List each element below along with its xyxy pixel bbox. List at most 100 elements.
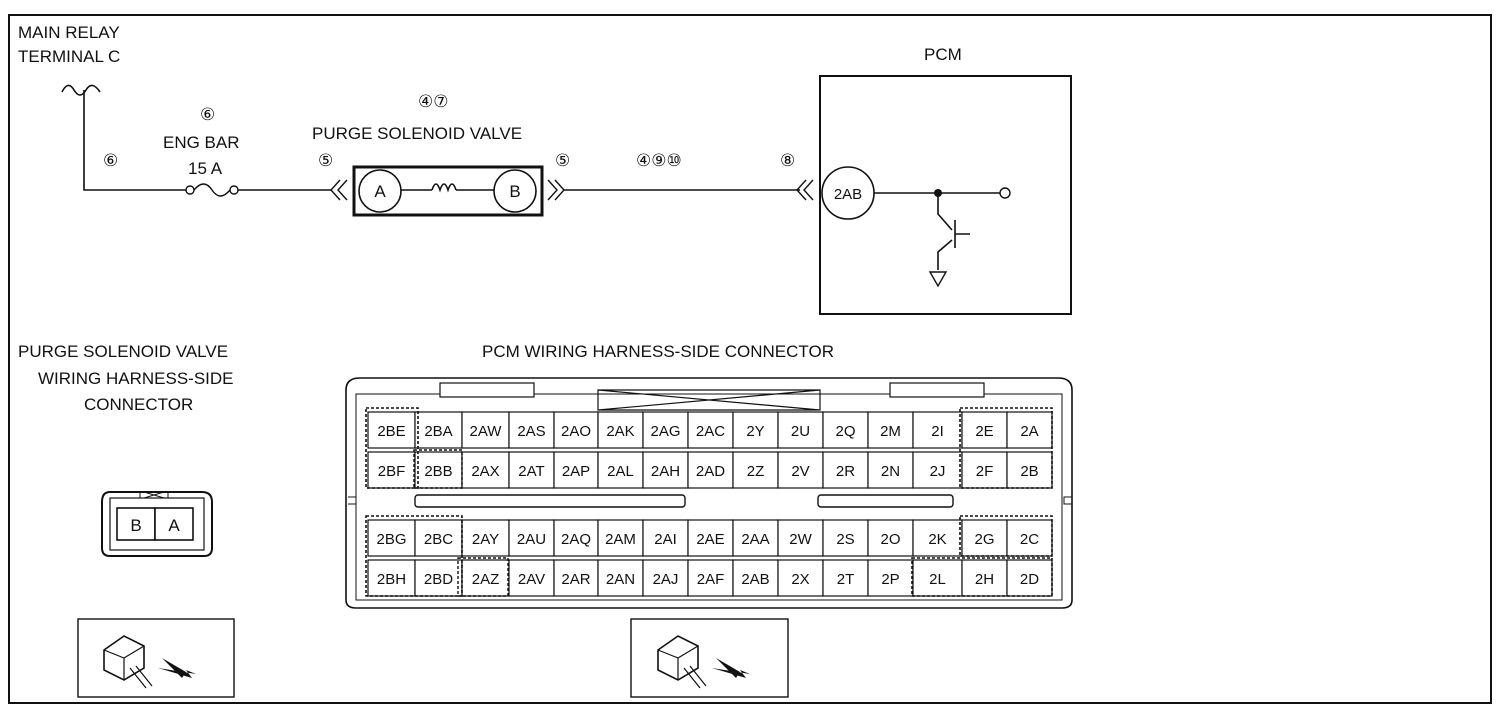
eng-bar-ref: ⑥	[200, 105, 215, 124]
pcm-pin-label: 2BD	[424, 571, 453, 588]
pcm-pin-label: 2AF	[697, 571, 725, 588]
pcm-pin-cell	[822, 519, 869, 557]
pcm-pin-label: 2AM	[605, 531, 636, 548]
main-relay-label-line1: MAIN RELAY	[18, 23, 120, 42]
pcm-pin-cell	[867, 559, 914, 597]
valve-pin-label-a: A	[168, 516, 180, 535]
pcm-pin-label: 2AG	[650, 423, 680, 440]
pcm-pin-cell	[961, 451, 1008, 489]
pcm-pin-cell	[687, 411, 734, 449]
valve-connector-title-line1: PURGE SOLENOID VALVE	[18, 342, 228, 361]
pcm-pin-cell	[687, 559, 734, 597]
pcm-pin-label: 2AP	[562, 463, 590, 480]
pcm-pin-label: 2R	[836, 463, 855, 480]
pcm-box	[819, 75, 1072, 315]
pcm-pin-cell	[961, 411, 1008, 449]
pcm-pin-group-2be	[365, 407, 419, 489]
pcm-pin-label: 2AO	[561, 423, 591, 440]
pcm-pin-cell	[867, 411, 914, 449]
pcm-pin-label: 2AW	[470, 423, 503, 440]
fuse-terminal-left	[185, 185, 195, 195]
pcm-pin-cell	[1006, 451, 1053, 489]
valve-connector-title-line3: CONNECTOR	[84, 395, 193, 414]
pcm-pin-cell	[367, 519, 416, 557]
pcm-pin-label: 2BB	[424, 463, 452, 480]
pcm-pin-label: 2N	[881, 463, 900, 480]
pcm-pin-label: 2AV	[518, 571, 545, 588]
pcm-pin-label: 2AH	[651, 463, 680, 480]
pcm-pin-label: 2Z	[747, 463, 765, 480]
pcm-pin-label: 2O	[880, 531, 900, 548]
pcm-pin-cell	[461, 411, 510, 449]
pcm-connector-inner	[355, 393, 1063, 601]
solenoid-coil-symbol	[431, 183, 457, 193]
pcm-pin-label: 2AS	[517, 423, 545, 440]
pcm-terminal-label: 2AB	[834, 186, 862, 203]
valve-connector-title-line2: WIRING HARNESS-SIDE	[38, 369, 234, 388]
pcm-pin-cell	[508, 411, 555, 449]
pcm-internal-terminal	[999, 187, 1011, 199]
pcm-pin-cell	[732, 411, 779, 449]
pcm-pin-cell	[732, 519, 779, 557]
pcm-pin-label: 2X	[791, 571, 809, 588]
pcm-pin-cell	[414, 519, 463, 557]
eng-bar-rating: 15 A	[188, 159, 223, 178]
pcm-pin-label: 2BF	[378, 463, 406, 480]
wire-ref-left: ⑥	[103, 151, 118, 170]
pcm-pin-label: 2AU	[517, 531, 546, 548]
pcm-pin-label: 2AA	[741, 531, 769, 548]
pcm-pin-group-2bg	[365, 515, 463, 597]
pcm-pin-label: 2S	[836, 531, 854, 548]
pcm-pin-cell	[642, 411, 689, 449]
pcm-pin-label: 2J	[930, 463, 946, 480]
pcm-pin-cell	[1006, 519, 1053, 557]
pcm-pin-cell	[367, 559, 416, 597]
pcm-rib-right	[817, 494, 954, 508]
pcm-pin-cell	[597, 451, 644, 489]
pcm-pin-label: 2C	[1020, 531, 1039, 548]
pcm-pin-group-2g	[959, 515, 1053, 557]
pcm-pin-cell	[414, 559, 463, 597]
pcm-pin-cell	[508, 519, 555, 557]
pcm-latch-left	[439, 382, 535, 398]
pcm-connector-chevron	[796, 179, 814, 201]
valve-label: PURGE SOLENOID VALVE	[312, 124, 522, 143]
pcm-pin-label: 2AE	[696, 531, 724, 548]
pcm-pin-label: 2AZ	[472, 571, 500, 588]
pcm-center-lock	[597, 389, 821, 411]
pcm-pin-label: 2B	[1020, 463, 1038, 480]
valve-terminal-a-label: A	[374, 182, 386, 201]
pcm-pin-label: 2AB	[741, 571, 769, 588]
transistor-base	[954, 220, 970, 248]
pcm-pin-cell	[822, 411, 869, 449]
valve-connector-ref-right: ⑤	[555, 151, 570, 170]
pcm-pin-label: 2E	[975, 423, 993, 440]
pcm-pin-label: 2U	[791, 423, 810, 440]
pcm-pin-group-2az	[457, 557, 509, 597]
valve-terminal-b	[493, 169, 537, 213]
pcm-pin-label: 2AC	[696, 423, 725, 440]
pcm-pin-cell	[508, 559, 555, 597]
pcm-pin-cell	[777, 451, 824, 489]
pcm-rib-left	[414, 494, 686, 508]
pcm-pin-label: 2F	[976, 463, 994, 480]
fuse-element	[193, 183, 231, 197]
pcm-pin-group-2l	[911, 557, 1053, 597]
pcm-pin-cell	[642, 519, 689, 557]
pcm-pin-cell	[1006, 411, 1053, 449]
pcm-latch-right	[889, 382, 985, 398]
relay-terminal-symbol	[61, 84, 101, 96]
pcm-pin-label: 2V	[791, 463, 809, 480]
pcm-pin-label: 2BG	[376, 531, 406, 548]
pcm-pin-cell	[732, 451, 779, 489]
ground-symbol	[928, 271, 948, 288]
transistor-emitter	[937, 239, 953, 270]
pcm-pin-label: 2Q	[835, 423, 855, 440]
pcm-side-keys	[348, 496, 1072, 505]
pcm-pin-label: 2T	[837, 571, 855, 588]
pcm-pin-label: 2H	[975, 571, 994, 588]
pcm-pin-label: 2AT	[518, 463, 544, 480]
pcm-pin-label: 2D	[1020, 571, 1039, 588]
diagram-frame	[8, 14, 1492, 704]
pcm-pin-label: 2M	[880, 423, 901, 440]
